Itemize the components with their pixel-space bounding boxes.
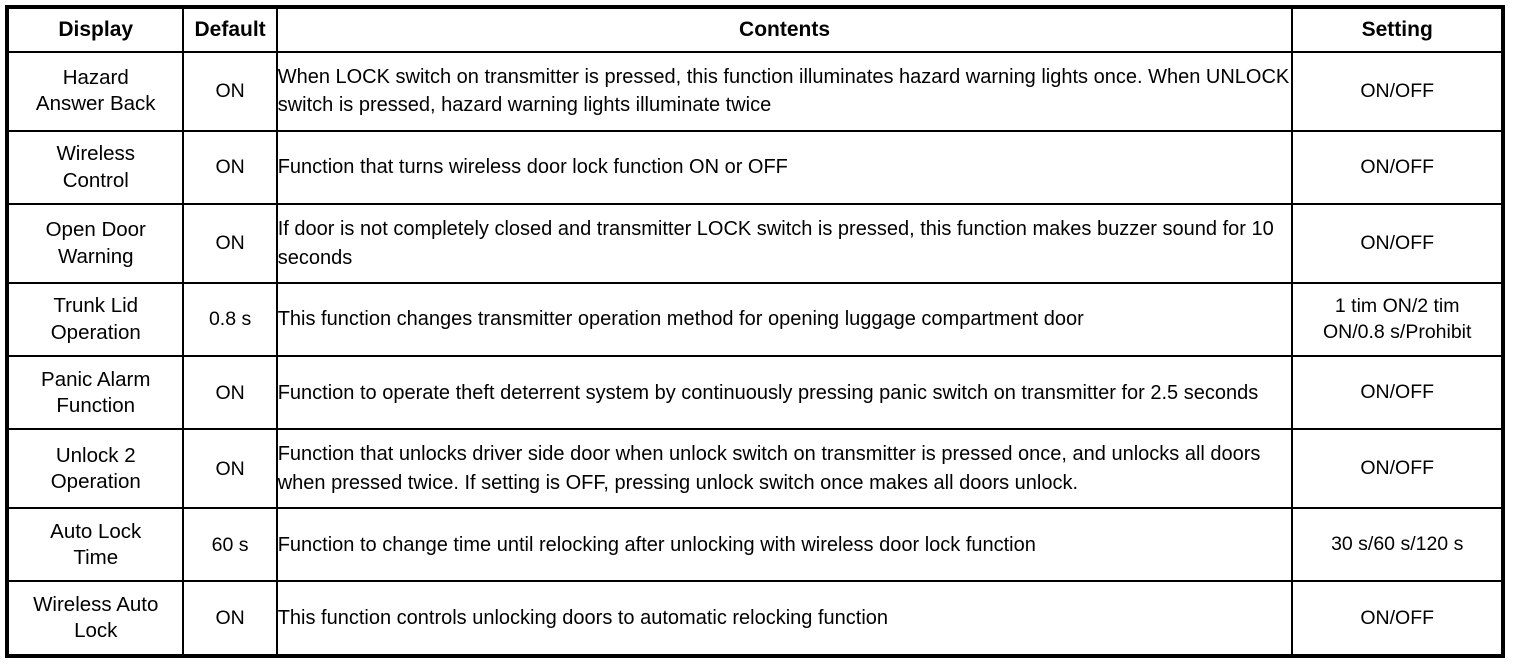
cell-display: Panic Alarm Function	[5, 355, 185, 431]
display-line-2: Lock	[74, 619, 118, 643]
display-line-1: Open Door	[45, 218, 146, 242]
cell-default: ON	[182, 51, 278, 132]
table-row: Trunk Lid Operation 0.8 s This function …	[5, 282, 1504, 358]
cell-default: ON	[182, 129, 278, 206]
cell-setting: 30 s/60 s/120 s	[1291, 507, 1504, 583]
display-line-1: Auto Lock	[50, 519, 142, 543]
display-line-2: Operation	[50, 320, 141, 344]
cell-setting: ON/OFF	[1291, 51, 1504, 132]
display-line-1: Wireless	[56, 142, 136, 166]
table-row: Unlock 2 Operation ON Function that unlo…	[5, 428, 1504, 510]
display-line-1: Hazard	[62, 66, 129, 90]
table-row: Open Door Warning ON If door is not comp…	[5, 203, 1504, 285]
display-line-1: Wireless Auto	[33, 592, 159, 616]
cell-setting: ON/OFF	[1291, 203, 1504, 285]
cell-setting: 1 tim ON/2 tim ON/0.8 s/Prohibit	[1291, 282, 1504, 358]
display-line-2: Time	[73, 545, 119, 569]
setting-line-1: ON/OFF	[1360, 155, 1435, 178]
setting-line-1: 1 tim ON/2 tim	[1334, 295, 1460, 318]
table-row: Wireless Auto Lock ON This function cont…	[5, 580, 1504, 657]
setting-line-1: ON/OFF	[1360, 381, 1435, 404]
column-header-setting: Setting	[1291, 6, 1504, 53]
setting-line-1: ON/OFF	[1360, 457, 1435, 480]
table-row: Hazard Answer Back ON When LOCK switch o…	[5, 51, 1504, 132]
cell-default: 0.8 s	[182, 282, 278, 358]
display-line-2: Control	[62, 168, 129, 192]
column-header-default: Default	[182, 6, 278, 53]
display-line-2: Warning	[57, 244, 134, 268]
setting-line-1: ON/OFF	[1360, 79, 1435, 102]
cell-default: ON	[182, 203, 278, 285]
setting-line-1: ON/OFF	[1360, 606, 1435, 629]
cell-contents: Function to change time until relocking …	[275, 507, 1294, 583]
column-header-display: Display	[5, 6, 185, 53]
cell-contents: Function to operate theft deterrent syst…	[275, 355, 1294, 431]
setting-line-1: 30 s/60 s/120 s	[1331, 533, 1464, 556]
display-line-2: Function	[56, 393, 136, 417]
cell-display: Unlock 2 Operation	[5, 428, 185, 510]
cell-contents: Function that unlocks driver side door w…	[275, 428, 1294, 510]
cell-default: ON	[182, 355, 278, 431]
cell-display: Trunk Lid Operation	[5, 282, 185, 358]
cell-setting: ON/OFF	[1291, 129, 1504, 206]
display-line-2: Operation	[50, 469, 141, 493]
column-header-contents: Contents	[275, 6, 1294, 53]
cell-default: ON	[182, 428, 278, 510]
cell-display: Hazard Answer Back	[5, 51, 185, 132]
cell-contents: Function that turns wireless door lock f…	[275, 129, 1294, 206]
display-line-1: Trunk Lid	[53, 294, 139, 318]
setting-line-1: ON/OFF	[1360, 231, 1435, 254]
table-row: Auto Lock Time 60 s Function to change t…	[5, 507, 1504, 583]
setting-line-2: ON/0.8 s/Prohibit	[1322, 320, 1472, 343]
cell-contents: This function controls unlocking doors t…	[275, 580, 1294, 657]
cell-setting: ON/OFF	[1291, 580, 1504, 657]
cell-default: ON	[182, 580, 278, 657]
table-body: Hazard Answer Back ON When LOCK switch o…	[5, 51, 1504, 657]
cell-display: Wireless Control	[5, 129, 185, 206]
cell-contents: This function changes transmitter operat…	[275, 282, 1294, 358]
spec-table-container: Display Default Contents Setting Hazard …	[5, 5, 1505, 658]
cell-setting: ON/OFF	[1291, 355, 1504, 431]
display-line-1: Unlock 2	[55, 443, 136, 467]
table-row: Panic Alarm Function ON Function to oper…	[5, 355, 1504, 431]
cell-display: Open Door Warning	[5, 203, 185, 285]
display-line-2: Answer Back	[35, 92, 156, 116]
display-line-1: Panic Alarm	[41, 367, 151, 391]
cell-setting: ON/OFF	[1291, 428, 1504, 510]
cell-display: Wireless Auto Lock	[5, 580, 185, 657]
header-row: Display Default Contents Setting	[5, 6, 1504, 53]
cell-contents: When LOCK switch on transmitter is press…	[275, 51, 1294, 132]
table-header: Display Default Contents Setting	[5, 6, 1504, 53]
function-settings-table: Display Default Contents Setting Hazard …	[5, 5, 1505, 658]
cell-default: 60 s	[182, 507, 278, 583]
cell-display: Auto Lock Time	[5, 507, 185, 583]
table-row: Wireless Control ON Function that turns …	[5, 129, 1504, 206]
cell-contents: If door is not completely closed and tra…	[275, 203, 1294, 285]
